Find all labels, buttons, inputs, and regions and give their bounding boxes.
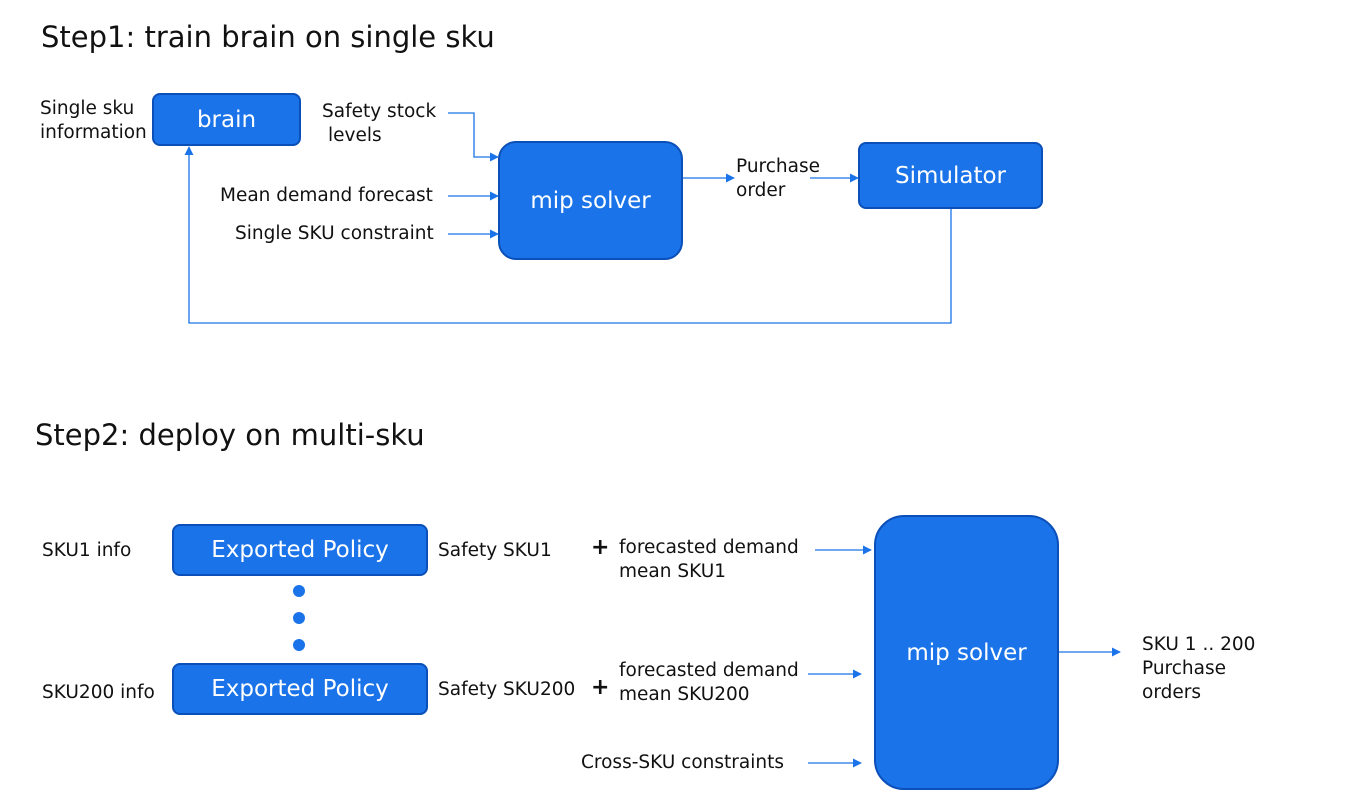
exported-policy-label-sku1: Exported Policy — [211, 537, 389, 563]
brain-box-label: brain — [196, 106, 257, 133]
cross-constraints-label: Cross-SKU constraints — [581, 752, 784, 773]
simulator-label: Simulator — [894, 162, 1006, 189]
safety-sku200-label: Safety SKU200 — [438, 679, 576, 700]
ellipsis-dot — [293, 612, 305, 624]
output-line2: Purchase — [1142, 658, 1227, 679]
forecast-sku1-line2: mean SKU1 — [619, 561, 727, 582]
exported-policy-box-sku200[interactable]: Exported Policy — [172, 663, 428, 715]
plus-sign-sku200: + — [591, 675, 610, 700]
feedback-loop-simulator-to-brain — [184, 146, 952, 324]
mip-solver-label-step1: mip solver — [530, 187, 651, 214]
single-sku-info-label: Single sku information — [40, 97, 147, 145]
safety-stock-line2: levels — [328, 125, 382, 146]
arrow-safety-stock-to-solver — [448, 112, 499, 162]
output-line1: SKU 1 .. 200 — [1142, 634, 1256, 655]
safety-sku1-label: Safety SKU1 — [438, 540, 552, 561]
safety-stock-line1: Safety stock — [322, 101, 437, 122]
mip-solver-box-step2[interactable]: mip solver — [874, 515, 1059, 790]
ellipsis-dot — [293, 639, 305, 651]
purchase-order-line1: Purchase — [736, 156, 821, 177]
plus-sign-sku1: + — [591, 535, 610, 560]
forecast-sku200-line2: mean SKU200 — [619, 684, 750, 705]
forecast-sku200-line1: forecasted demand — [619, 660, 799, 681]
purchase-order-line2: order — [736, 180, 786, 201]
sku1-info-label: SKU1 info — [42, 540, 132, 561]
sku200-info-label: SKU200 info — [42, 682, 155, 703]
mean-demand-label: Mean demand forecast — [220, 185, 433, 206]
output-label: SKU 1 .. 200 Purchase orders — [1142, 633, 1255, 705]
single-constraint-label: Single SKU constraint — [235, 223, 434, 244]
forecast-sku200-label: forecasted demand mean SKU200 — [619, 659, 799, 707]
simulator-box[interactable]: Simulator — [858, 142, 1043, 209]
mip-solver-box-step1[interactable]: mip solver — [498, 141, 683, 260]
forecast-sku1-line1: forecasted demand — [619, 537, 799, 558]
purchase-order-label: Purchase order — [736, 155, 820, 203]
single-sku-info-line1: Single sku — [40, 98, 135, 119]
ellipsis-dot — [293, 585, 305, 597]
single-sku-info-line2: information — [40, 122, 147, 143]
output-line3: orders — [1142, 682, 1201, 703]
exported-policy-box-sku1[interactable]: Exported Policy — [172, 524, 428, 576]
brain-box[interactable]: brain — [152, 93, 301, 146]
safety-stock-label: Safety stock levels — [322, 100, 436, 148]
step1-title: Step1: train brain on single sku — [41, 20, 495, 54]
forecast-sku1-label: forecasted demand mean SKU1 — [619, 536, 799, 584]
mip-solver-label-step2: mip solver — [906, 639, 1027, 666]
exported-policy-label-sku200: Exported Policy — [211, 676, 389, 702]
step2-title: Step2: deploy on multi-sku — [35, 418, 425, 452]
